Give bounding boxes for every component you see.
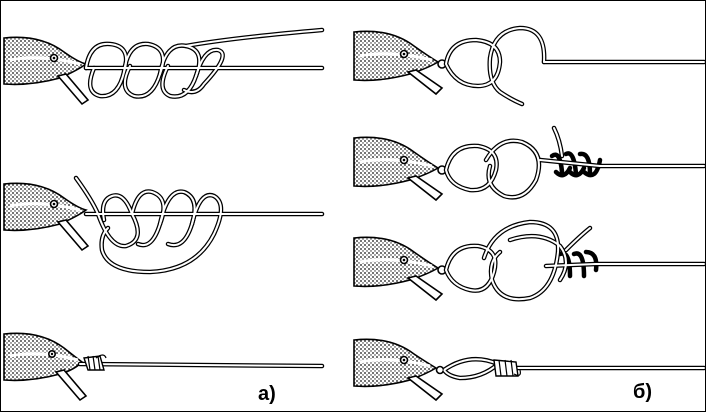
lure-icon [3, 36, 90, 106]
panel-a-label: а) [258, 383, 276, 405]
lure-icon [3, 182, 90, 252]
panel-a-step-3 [3, 332, 325, 402]
tied-loop-knot [442, 356, 706, 381]
lure-icon [353, 136, 447, 202]
lure-icon [353, 338, 445, 402]
panel-b-label: б) [633, 381, 653, 403]
panel-b-step-2 [353, 125, 706, 202]
panel-b-step-4 [353, 338, 706, 402]
panel-b-step-1 [353, 25, 706, 107]
tied-knot [77, 354, 325, 371]
lure-icon [353, 30, 447, 96]
panel-a-step-1 [3, 27, 325, 106]
lure-icon [353, 236, 447, 302]
panel-a-step-2 [3, 175, 325, 275]
lure-icon [3, 332, 88, 402]
panel-b-step-3 [353, 219, 706, 302]
